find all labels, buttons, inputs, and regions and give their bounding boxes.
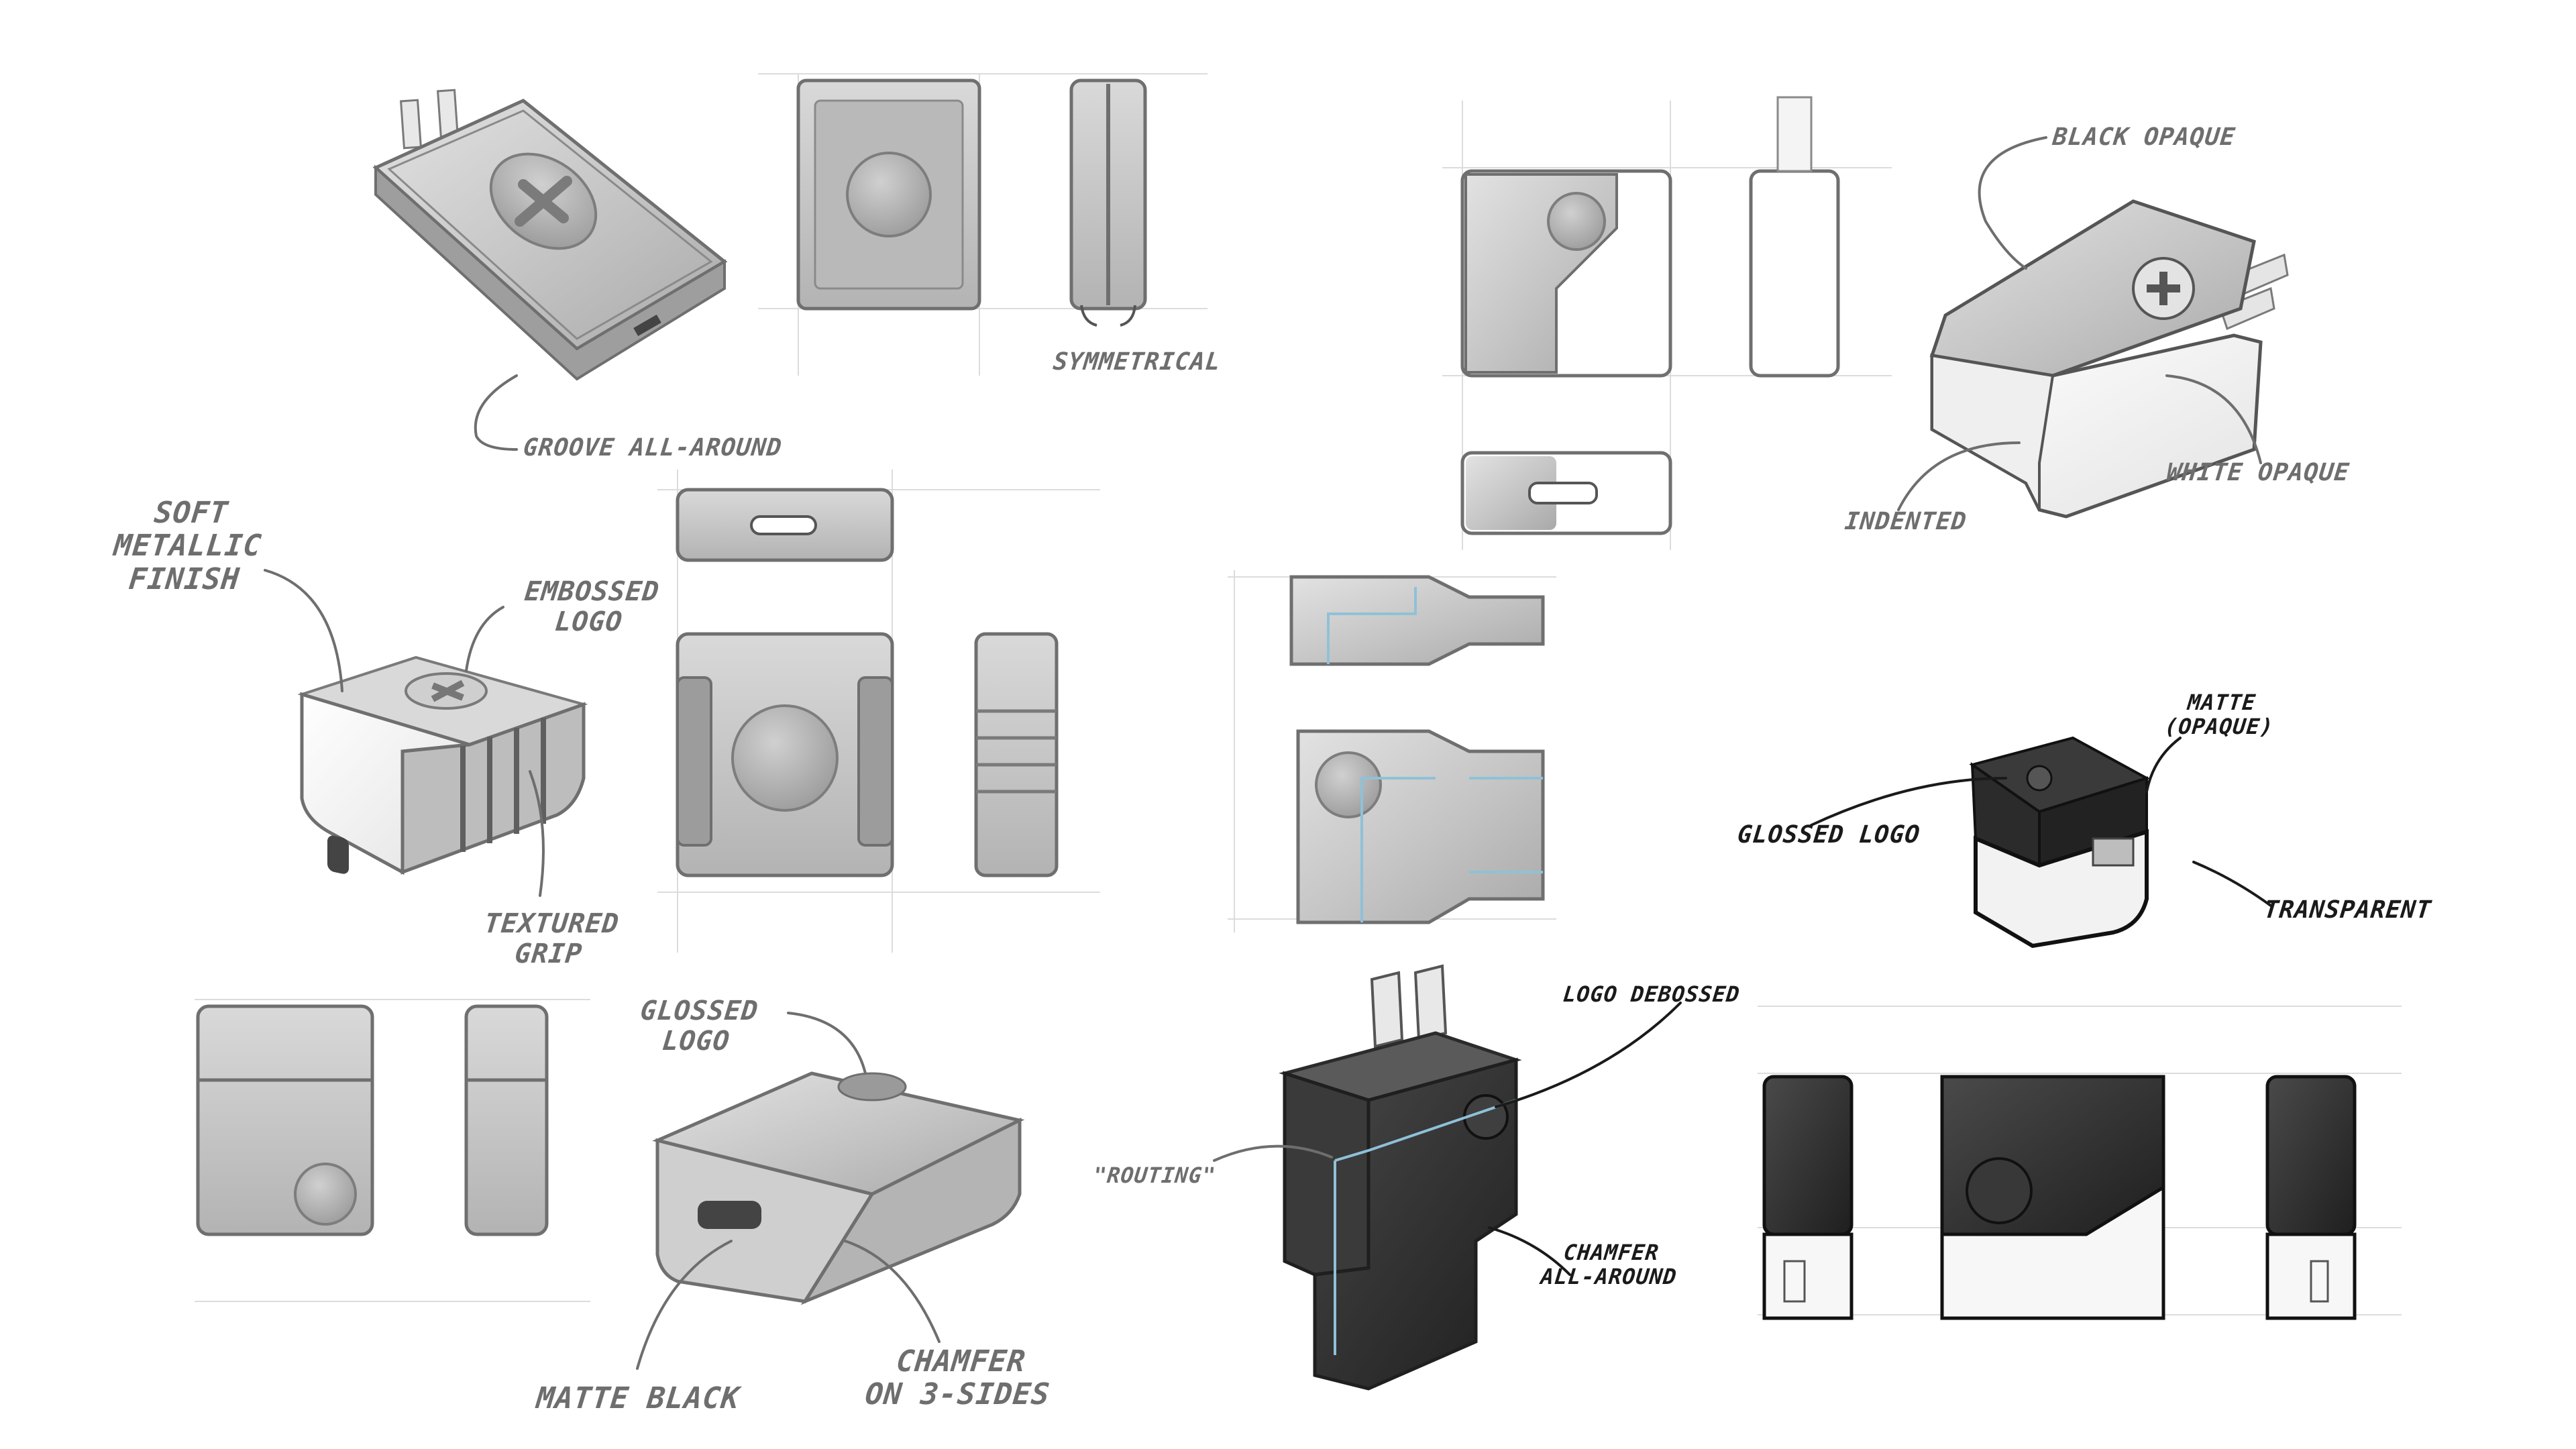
annotation-chamfer-all-around: CHAMFER ALL-AROUND [1534,1240,1686,1289]
annotation-matte-opaque: MATTE (OPAQUE) [2144,690,2297,739]
annotation-glossed-top-line1: GLOSSED [639,996,760,1026]
annotation-soft-metallic-line1: SOFT [152,496,230,530]
annotation-routing: "ROUTING" [1092,1163,1218,1188]
concept-1-side-view [1069,78,1147,327]
annotation-chamfer-on-3-sides: CHAMFER ON 3-SIDES [849,1344,1070,1412]
annotation-matte-black: MATTE BLACK [535,1381,742,1415]
annotation-soft-metallic-finish: SOFT METALLIC FINISH [102,496,274,596]
concept-4-front-view [1460,169,1672,378]
annotation-glossed-logo-left: GLOSSED LOGO [621,996,774,1057]
annotation-chamfer-3-line2: ON 3-SIDES [863,1377,1052,1412]
annotation-matte-opaque-line1: MATTE [2186,690,2257,715]
annotation-textured-grip: TEXTURED GRIP [466,908,633,969]
concept-8-side-view-right [2265,1075,2357,1320]
concept-1-front-view [796,78,981,311]
annotation-embossed-logo: EMBOSSED LOGO [506,576,674,637]
concept-2-perspective [297,655,588,875]
concept-5-front-view [1296,729,1545,924]
annotation-white-opaque: WHITE OPAQUE [2165,459,2351,486]
annotation-embossed-line1: EMBOSSED [523,576,661,607]
concept-4-perspective [1929,199,2289,519]
annotation-chamfer-3-line1: CHAMFER [894,1344,1028,1379]
annotation-glossed-logo-right: GLOSSED LOGO [1735,821,1922,849]
concept-8-front-view [1940,1075,2165,1320]
annotation-transparent: TRANSPARENT [2262,896,2433,924]
annotation-textured-line2: GRIP [513,938,584,969]
concept-3-side-view [464,1004,549,1236]
annotation-groove-all-around: GROOVE ALL-AROUND [521,434,784,462]
concept-2-front-view [676,632,894,877]
annotation-black-opaque: BLACK OPAQUE [2051,123,2237,151]
concept-4-side-view [1749,96,1840,378]
annotation-logo-debossed: LOGO DEBOSSED [1562,981,1741,1007]
annotation-chamfer-all-line2: ALL-AROUND [1539,1263,1678,1289]
concept-2-top-view [676,488,894,562]
concept-2-side-view [974,632,1059,877]
annotation-soft-metallic-line3: FINISH [127,561,241,596]
annotation-symmetrical: SYMMETRICAL [1051,348,1222,376]
concept-3-perspective [652,1071,1025,1305]
concept-1-perspective [372,89,728,381]
annotation-chamfer-all-line1: CHAMFER [1562,1240,1660,1265]
concept-4-bottom-view [1460,451,1672,535]
annotation-indented: INDENTED [1843,508,1968,535]
annotation-matte-opaque-line2: (OPAQUE) [2163,713,2275,739]
annotation-soft-metallic-line2: METALLIC [112,529,264,564]
concept-3-front-view [196,1004,374,1236]
concept-7-perspective [1969,736,2151,949]
annotation-embossed-line2: LOGO [553,606,625,637]
concept-5-side-view [1289,575,1545,666]
annotation-textured-line1: TEXTURED [482,908,621,939]
annotation-glossed-top-line2: LOGO [661,1025,732,1057]
leader-lines [264,136,2272,1370]
concept-6-perspective [1279,964,1522,1391]
concept-8-side-view-left [1762,1075,1854,1320]
